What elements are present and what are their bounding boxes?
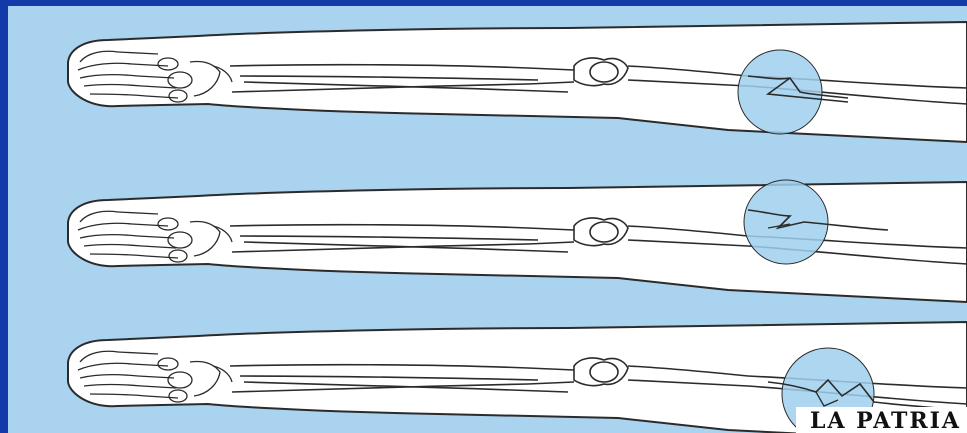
- leg-fracture-1: [68, 22, 967, 142]
- fracture-illustration: [8, 6, 967, 433]
- fracture-highlight-1: [738, 50, 822, 134]
- publisher-credit: LA PATRIA: [796, 407, 967, 433]
- leg-fracture-2: [68, 180, 967, 302]
- fracture-highlight-2: [744, 180, 828, 264]
- illustration-panel: LA PATRIA: [8, 6, 967, 433]
